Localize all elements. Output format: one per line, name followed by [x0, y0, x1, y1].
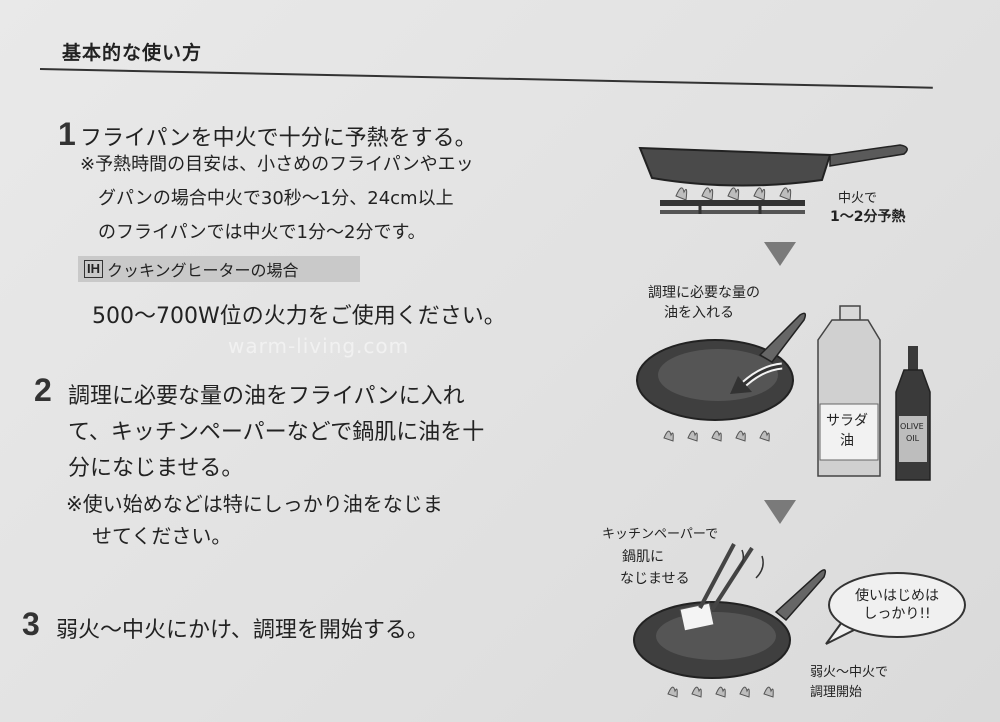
step-3-number: 3 — [22, 606, 40, 642]
section-title: 基本的な使い方 — [62, 42, 203, 64]
ih-badge: IH — [84, 260, 103, 278]
oil-caption-line-2: 油を入れる — [664, 305, 734, 321]
flow-arrow-2 — [764, 500, 796, 524]
speech-bubble: 使いはじめは しっかり!! — [828, 572, 966, 638]
start-caption-line-1: 弱火～中火で — [810, 665, 889, 680]
step-2-line-3: 分になじませる。 — [68, 456, 244, 481]
olive-oil-bottle — [895, 346, 931, 481]
step-3-text: 弱火～中火にかけ、調理を開始する。 — [56, 618, 429, 643]
olive-oil-label-1: OLIVE — [900, 422, 924, 431]
step-1-note-line-1: ※予熱時間の目安は、小さめのフライパンやエッ — [80, 154, 474, 175]
salad-oil-bottle — [817, 305, 881, 477]
flow-arrow-1 — [764, 242, 796, 266]
bubble-line-2: しっかり!! — [863, 606, 931, 622]
paper-caption-line-1: キッチンペーパーで — [602, 527, 719, 542]
step-2-number: 2 — [34, 372, 52, 408]
step-2-line-2: て、キッチンペーパーなどで鍋肌に油を十 — [68, 420, 485, 445]
paper-pan-illustration — [633, 543, 827, 698]
burner-flames-1 — [675, 187, 792, 201]
step-2-line-1: 調理に必要な量の油をフライパンに入れ — [68, 384, 465, 409]
step-1-note-line-3: のフライパンでは中火で1分～2分です。 — [98, 222, 426, 243]
step-1-text: フライパンを中火で十分に予熱をする。 — [80, 126, 477, 151]
ih-label-text: クッキングヒーターの場合 — [107, 261, 299, 280]
paper-caption-line-2: 鍋肌に — [622, 549, 664, 565]
salad-oil-label-1: サラダ — [826, 413, 868, 429]
watermark-text: warm-living.com — [228, 334, 410, 358]
preheat-caption-line-2: 1～2分予熱 — [830, 209, 906, 225]
preheat-pan-illustration — [638, 144, 908, 214]
oil-pan-illustration — [636, 312, 807, 442]
step-1-number: 1 — [58, 116, 76, 152]
preheat-caption-line-1: 中火で — [838, 191, 878, 206]
step-2-note-line-2: せてください。 — [92, 524, 232, 548]
start-caption-line-2: 調理開始 — [810, 685, 863, 700]
step-2-note-line-1: ※使い始めなどは特にしっかり油をなじま — [66, 492, 443, 516]
oil-caption-line-1: 調理に必要な量の — [648, 285, 760, 301]
paper-caption-line-3: なじませる — [620, 571, 690, 587]
salad-oil-label-2: 油 — [840, 433, 854, 449]
step-1-note-line-2: グパンの場合中火で30秒～1分、24cm以上 — [98, 188, 454, 209]
olive-oil-label-2: OIL — [906, 434, 920, 443]
bubble-line-1: 使いはじめは — [855, 587, 939, 604]
ih-power-text: 500～700W位の火力をご使用ください。 — [92, 304, 506, 329]
ih-heater-label: IH クッキングヒーターの場合 — [78, 256, 360, 282]
